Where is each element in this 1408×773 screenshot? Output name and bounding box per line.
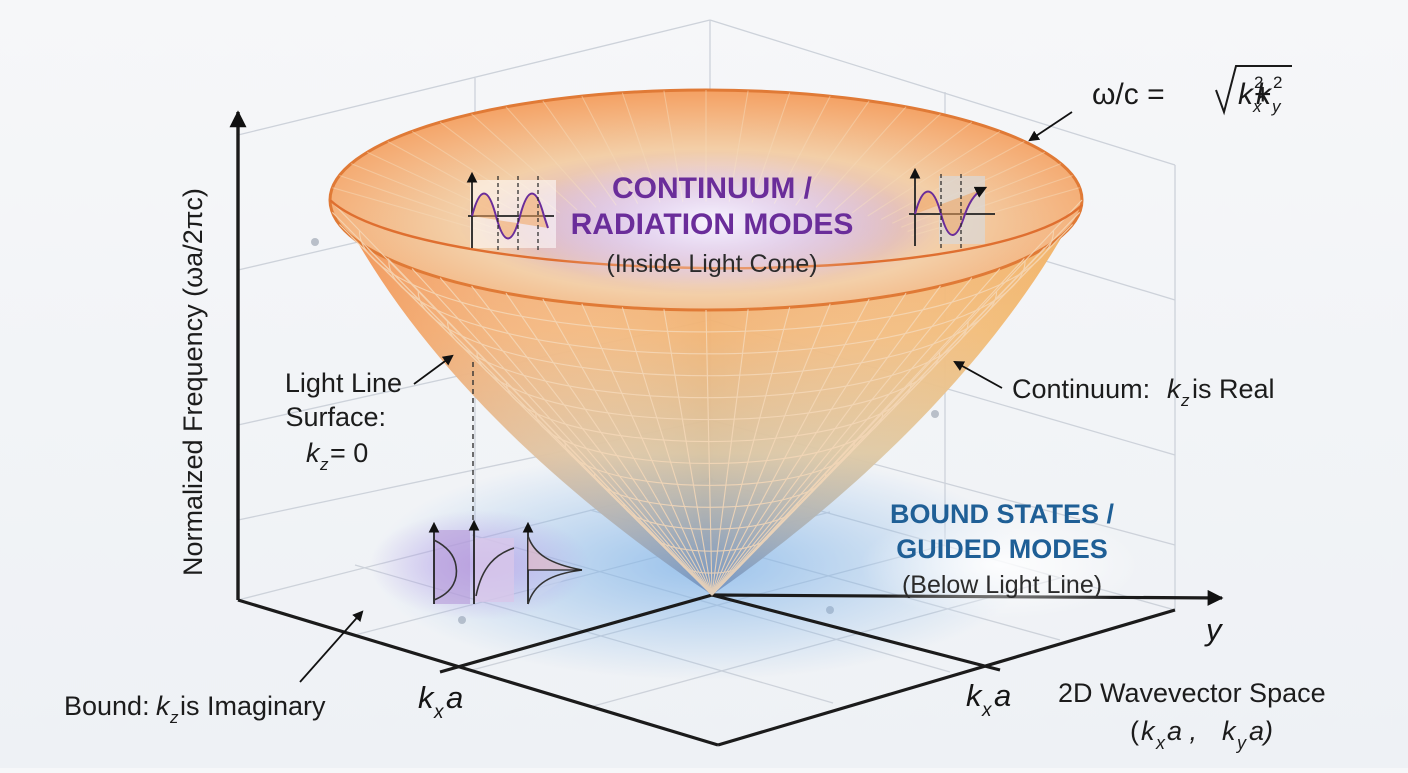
frequency-axis-label: Normalized Frequency (ωa/2πc) [178,188,208,576]
wv-open: ( [1130,716,1139,746]
formula-sub-y: y [1271,97,1282,116]
cone-mesh-line [711,268,1001,596]
axis-label-kx-left: k x a [418,680,463,723]
axis-label-y: y [1204,612,1224,647]
cone-inner-mesh-line [907,175,1073,232]
kx-right-sub: x [981,700,993,721]
continuum-note-suffix: is Real [1192,374,1275,404]
cone-mesh-line [439,277,713,596]
formula-kx: k [1238,78,1255,111]
continuum-title-line1: CONTINUUM / [612,172,813,205]
cone-mesh-ring [652,534,770,552]
oscillating-wave-icon [466,171,556,252]
light-line-label-1: Light Line [285,368,402,398]
cone-mesh-ring [388,260,1026,355]
continuum-note-sub: z [1180,391,1190,410]
bound-note-prefix: Bound: [64,691,150,721]
continuum-note-prefix: Continuum: [1012,374,1150,404]
cone-mesh-line [711,277,973,596]
cone-mesh-ring [417,291,998,377]
cone-mesh-ring [476,351,941,421]
light-line-sub: z [319,455,329,474]
kx-left-a: a [446,680,463,715]
cone-mesh-ring [623,503,798,530]
bound-note-k: k [156,691,171,721]
formula-plus: + [1254,78,1272,111]
axis-label-kx-right: k x a [966,678,1011,721]
cone-mesh-line [711,292,907,596]
bound-note: Bound: k z is Imaginary [64,691,326,727]
cone-mesh-ring [682,564,742,574]
cone-mesh-line [705,309,713,596]
light-line-eq: = 0 [330,438,368,468]
cone-mesh-ring [535,412,884,465]
wv-a2: a) [1249,716,1273,746]
cone-mesh-line [711,303,831,596]
continuum-title-line2: RADIATION MODES [571,208,854,241]
propagating-wave-icon [909,167,995,250]
cone-mesh-line [711,285,941,596]
cone-mesh-line [505,292,713,596]
wavevector-space-line1: 2D Wavevector Space [1058,678,1326,708]
formula-ky: k [1256,78,1273,111]
cone-mesh-line [711,211,1081,596]
wv-k1: k [1141,716,1156,746]
wv-a1: a , [1167,716,1197,746]
cone-mesh-ring [593,473,827,508]
cone-mesh-line [711,199,1083,596]
kx-right-a: a [994,678,1011,713]
continuum-note: Continuum: k z is Real [1012,374,1275,410]
continuum-note-k: k [1167,374,1182,404]
formula-sup-y: 2 [1273,73,1282,92]
cone-mesh-line [581,303,713,596]
cone-mesh-line [711,298,870,596]
evanescent-decay-icon [428,519,583,605]
bound-note-sub: z [169,708,179,727]
formula-sub-x: x [1252,97,1262,116]
pointer-arrows [299,111,1073,683]
cone-mesh-ring [564,443,855,486]
kx-right-k: k [966,678,983,713]
light-line-formula: ω/c = k x 2 + k y 2 [1092,65,1292,116]
cone-mesh-line [663,309,713,596]
cone-mesh-line [387,258,713,596]
bound-title-line1: BOUND STATES / [890,499,1115,529]
continuum-subtitle: (Inside Light Cone) [606,250,817,278]
cone-mesh-line [542,298,713,596]
cone-mesh-line [711,307,791,596]
kx-left-sub: x [433,702,445,723]
wavevector-space-line2: ( k x a , k y a) [1130,716,1273,753]
bound-title-line2: GUIDED MODES [896,534,1108,564]
kx-left-k: k [418,680,435,715]
cone-mesh-line [471,285,713,596]
formula-prefix: ω/c = [1092,78,1165,111]
cone-mesh-ring [505,382,912,442]
cone-mesh-line [411,268,713,596]
cone-mesh-line [350,235,713,596]
light-line-k: k [306,438,321,468]
cone-mesh-line [711,309,749,596]
light-line-label-3: k z = 0 [306,438,368,474]
wv-k2: k [1222,716,1237,746]
wv-sub1: x [1155,733,1166,753]
bound-subtitle: (Below Light Line) [902,571,1102,599]
wv-sub2: y [1235,733,1247,753]
cone-mesh-line [621,307,713,596]
bound-note-suffix: is Imaginary [180,691,326,721]
cone-mesh-ring [358,230,1055,333]
light-line-label-2: Surface: [285,402,386,432]
formula-sup-x: 2 [1254,73,1263,92]
